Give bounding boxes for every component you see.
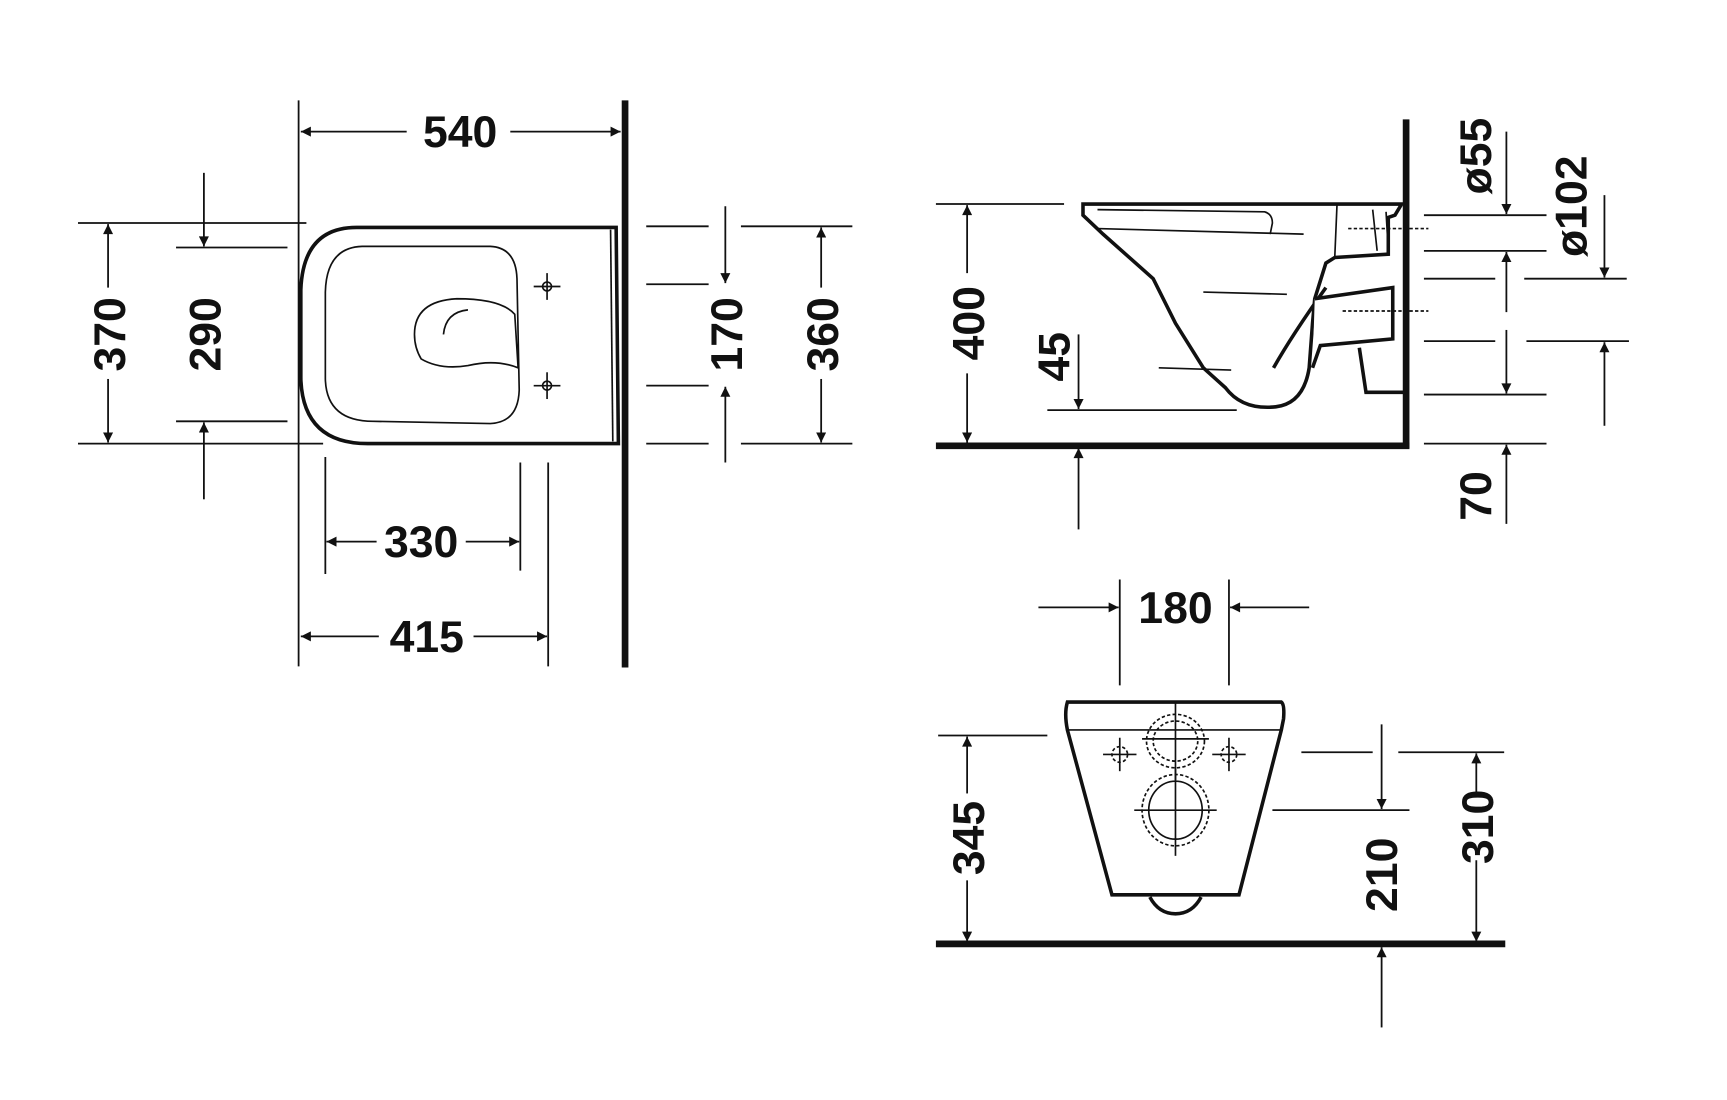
outlet-hole-icon [1134,768,1217,856]
fixing-hole-icon [1103,737,1137,772]
dim-540: 540 [300,108,621,157]
dim-210: 210 [1358,724,1407,1028]
extension-lines [77,100,853,667]
dim-label: 345 [945,801,994,875]
dim-label: 45 [1031,332,1080,382]
dim-180: 180 [1038,584,1310,633]
dim-360: 360 [799,227,848,443]
dim-label: 170 [703,297,752,371]
dim-outlet-diameter: ø102 [1548,155,1610,426]
dim-370: 370 [86,224,135,443]
dim-70: 70 [1452,444,1512,524]
dim-label: 310 [1454,790,1503,864]
toilet-side-outline [1081,202,1429,410]
side-view: 400 45 ø55 ø102 70 [935,118,1629,530]
front-view: 180 345 210 310 [935,579,1506,1028]
toilet-top-outline [299,225,621,446]
extension-lines [938,579,1505,812]
dim-label: 360 [799,297,848,371]
fixing-hole-icon [533,372,561,400]
fixing-hole-icon [533,273,561,300]
dim-45: 45 [1031,332,1084,530]
dim-label: 370 [86,297,135,371]
dim-400: 400 [945,205,994,443]
dim-label: 330 [384,518,458,567]
plan-view: 540 370 290 170 360 330 415 [77,100,853,668]
dim-label: 290 [182,297,231,371]
dim-label: 540 [423,108,497,157]
dim-345: 345 [945,736,994,942]
toilet-front-outline [1063,700,1286,916]
dim-310: 310 [1454,753,1503,942]
dim-330: 330 [326,518,520,567]
inlet-hole-icon [1142,702,1209,781]
dim-label: ø102 [1548,155,1597,257]
dim-170: 170 [703,206,752,463]
dim-inlet-diameter: ø55 [1452,118,1512,215]
dim-label: 400 [945,286,994,360]
fixing-hole-icon [1212,737,1246,772]
extension-lines [935,203,1629,445]
dim-label: 70 [1452,471,1501,521]
dim-label: 415 [390,613,464,662]
dim-label: 180 [1138,584,1212,633]
dim-290: 290 [182,172,231,500]
dim-label: 210 [1358,838,1407,912]
dim-415: 415 [300,613,548,662]
dim-label: ø55 [1452,118,1501,195]
